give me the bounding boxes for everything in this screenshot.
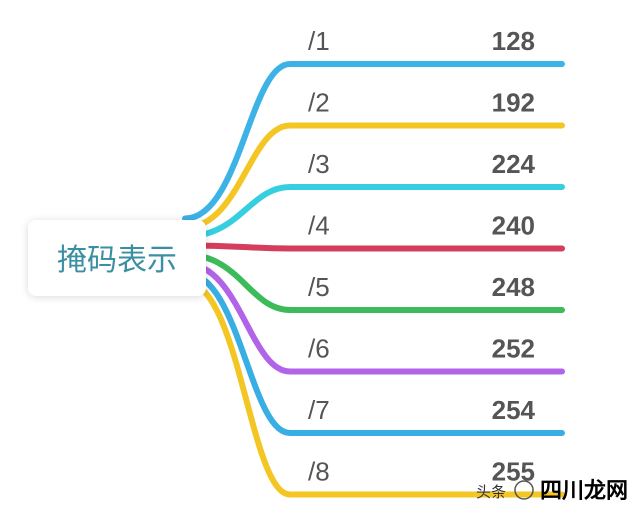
root-node-box [28,220,206,296]
mask-value: 248 [492,272,535,302]
watermark-logo-icon [514,480,534,500]
watermark-site: 四川龙网 [540,479,628,504]
branch-line [182,61,565,222]
branch-line [182,242,565,252]
branch-line [182,278,565,498]
mask-value: 254 [492,395,536,425]
mask-value: 240 [492,211,535,241]
prefix-label: /5 [308,272,330,302]
prefix-label: /4 [308,211,330,241]
prefix-label: /6 [308,334,330,364]
watermark-prefix: 头条 [476,483,506,501]
branch-line [182,122,565,231]
root-node: 掩码表示 [28,220,206,296]
mask-value: 192 [492,88,535,118]
prefix-label: /1 [308,26,330,56]
root-node-label: 掩码表示 [57,243,177,278]
prefix-label: /7 [308,395,330,425]
prefix-label: /2 [308,88,330,118]
mask-value: 224 [492,149,536,179]
prefix-label: /8 [308,457,330,487]
watermark: 头条 四川龙网 [476,479,628,504]
mask-value: 252 [492,334,535,364]
mask-value: 128 [492,26,535,56]
prefix-label: /3 [308,149,330,179]
